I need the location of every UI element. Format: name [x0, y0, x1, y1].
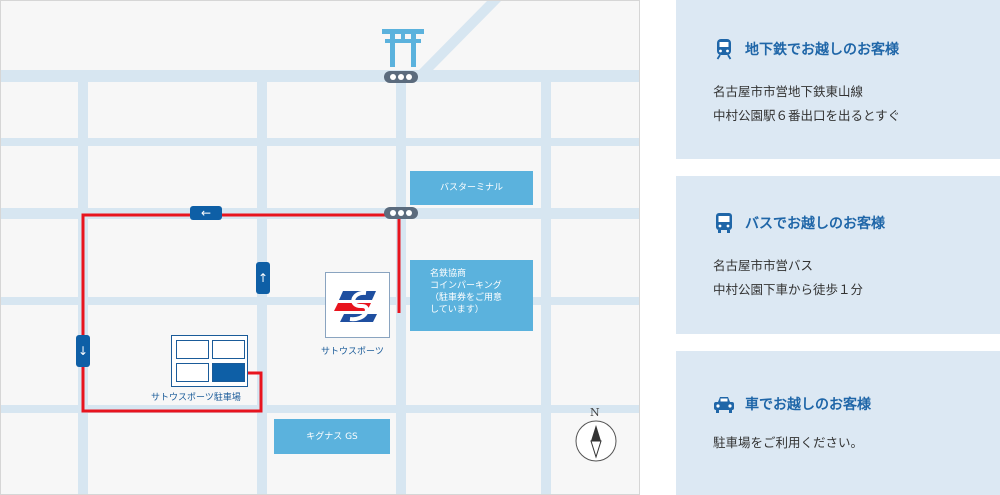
- subway-access-heading: 地下鉄でお越しのお客様: [713, 38, 1000, 60]
- road-horizontal-top: [1, 70, 639, 82]
- parking-label-line: しています）: [430, 305, 484, 315]
- sato-parking-label: サトウスポーツ駐車場: [151, 393, 241, 403]
- sato-sports-parking-lot: [171, 335, 248, 387]
- road-vertical-4: [541, 76, 551, 494]
- bus-access-heading: バスでお越しのお客様: [713, 212, 1000, 234]
- compass-north-label: N: [590, 406, 600, 419]
- subway-access-title: 地下鉄でお越しのお客様: [745, 42, 899, 58]
- subway-detail-line: 名古屋市市営地下鉄東山線: [713, 84, 864, 99]
- car-icon: [714, 397, 734, 413]
- bus-detail-line: 中村公園下車から徒歩１分: [713, 282, 864, 297]
- route-line-main: [81, 213, 399, 413]
- kygnus-gas-station: キグナス GS: [274, 419, 390, 454]
- car-access-details: 駐車場をご利用ください。: [713, 431, 1000, 455]
- parking-label-line: （駐車券をご用意: [430, 293, 503, 303]
- parking-space-destination: [212, 363, 245, 382]
- arrow-up-icon: ↑: [256, 262, 270, 294]
- road-diagonal: [419, 1, 501, 70]
- subway-access-details: 名古屋市市営地下鉄東山線 中村公園駅６番出口を出るとすぐ: [713, 80, 1000, 128]
- bus-icon: [716, 213, 732, 233]
- access-map: ← ↑ ↓ バスターミナル 名鉄協商 コインパーキング （駐車券をご用意 してい…: [0, 0, 640, 495]
- torii-gate-icon: [382, 29, 424, 67]
- coin-parking-building: 名鉄協商 コインパーキング （駐車券をご用意 しています）: [410, 260, 533, 331]
- car-access-panel: 車でお越しのお客様 駐車場をご利用ください。: [676, 351, 1000, 495]
- sato-sports-label: サトウスポーツ: [321, 347, 384, 357]
- sato-sports-logo-icon: [334, 290, 377, 322]
- car-detail-line: 駐車場をご利用ください。: [713, 435, 864, 450]
- road-horizontal-5: [1, 405, 639, 413]
- bus-terminal-building: バスターミナル: [410, 171, 533, 205]
- kygnus-label: キグナス GS: [306, 431, 358, 442]
- subway-access-panel: 地下鉄でお越しのお客様 名古屋市市営地下鉄東山線 中村公園駅６番出口を出るとすぐ: [676, 0, 1000, 159]
- subway-detail-line: 中村公園駅６番出口を出るとすぐ: [713, 108, 901, 123]
- parking-space: [176, 363, 209, 382]
- road-horizontal-4: [1, 297, 639, 305]
- parking-label-line: コインパーキング: [430, 281, 502, 291]
- bus-access-title: バスでお越しのお客様: [745, 216, 885, 232]
- subway-icon: [716, 39, 732, 60]
- traffic-signal-icon: [384, 207, 418, 219]
- traffic-signal-icon: [384, 71, 418, 83]
- bus-detail-line: 名古屋市市営バス: [713, 258, 814, 273]
- map-overlay: [81, 1, 617, 462]
- bus-terminal-label: バスターミナル: [439, 183, 503, 193]
- road-vertical-main: [396, 76, 406, 494]
- parking-space: [176, 340, 209, 359]
- arrow-left-icon: ←: [190, 206, 222, 220]
- parking-space: [212, 340, 245, 359]
- parking-label-line: 名鉄協商: [430, 269, 467, 279]
- bus-access-details: 名古屋市市営バス 中村公園下車から徒歩１分: [713, 254, 1000, 302]
- arrow-down-icon: ↓: [76, 335, 90, 367]
- compass-icon: [575, 420, 617, 462]
- car-access-title: 車でお越しのお客様: [745, 397, 871, 413]
- road-horizontal-2: [1, 138, 639, 146]
- car-access-heading: 車でお越しのお客様: [713, 393, 1000, 415]
- sato-sports-logo: [325, 272, 390, 338]
- bus-access-panel: バスでお越しのお客様 名古屋市市営バス 中村公園下車から徒歩１分: [676, 176, 1000, 334]
